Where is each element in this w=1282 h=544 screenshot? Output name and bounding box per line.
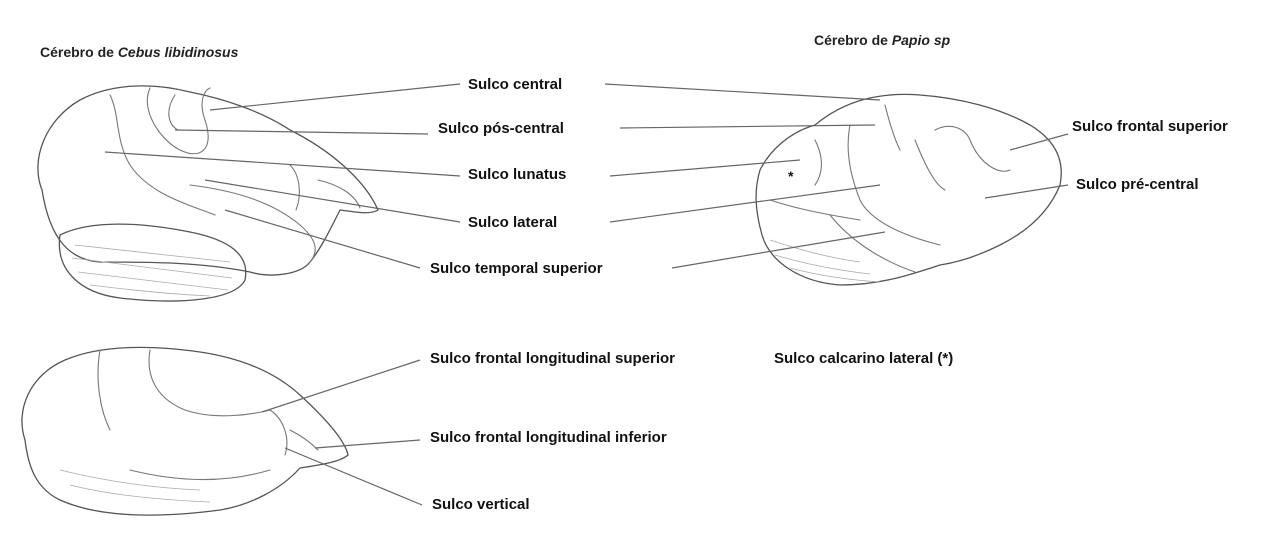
label-sulco-pre-central: Sulco pré-central: [1076, 176, 1199, 193]
label-sulco-frontal-longitudinal-superior: Sulco frontal longitudinal superior: [430, 350, 675, 367]
calcarino-asterisk: *: [788, 168, 793, 184]
label-sulco-temporal-superior: Sulco temporal superior: [430, 260, 603, 277]
papio-heading: Cérebro de Papio sp: [814, 32, 950, 48]
label-sulco-calcarino-lateral: Sulco calcarino lateral (*): [774, 350, 953, 367]
label-sulco-central: Sulco central: [468, 76, 562, 93]
label-sulco-pos-central: Sulco pós-central: [438, 120, 564, 137]
calcarino-text: Sulco calcarino lateral: [774, 350, 933, 367]
label-sulco-lateral: Sulco lateral: [468, 214, 557, 231]
cebus-species-name: Cebus libidinosus: [118, 44, 239, 60]
cebus-brain-bottom: [22, 347, 348, 515]
label-sulco-frontal-superior: Sulco frontal superior: [1072, 118, 1228, 135]
cebus-heading: Cérebro de Cebus libidinosus: [40, 44, 238, 60]
papio-heading-prefix: Cérebro de: [814, 32, 892, 48]
papio-species-name: Papio sp: [892, 32, 950, 48]
label-sulco-lunatus: Sulco lunatus: [468, 166, 566, 183]
cebus-heading-prefix: Cérebro de: [40, 44, 118, 60]
cebus-brain-top: [38, 86, 378, 301]
label-sulco-frontal-longitudinal-inferior: Sulco frontal longitudinal inferior: [430, 429, 667, 446]
calcarino-marker: (*): [937, 350, 953, 367]
label-sulco-vertical: Sulco vertical: [432, 496, 530, 513]
papio-brain-top: [756, 94, 1061, 285]
